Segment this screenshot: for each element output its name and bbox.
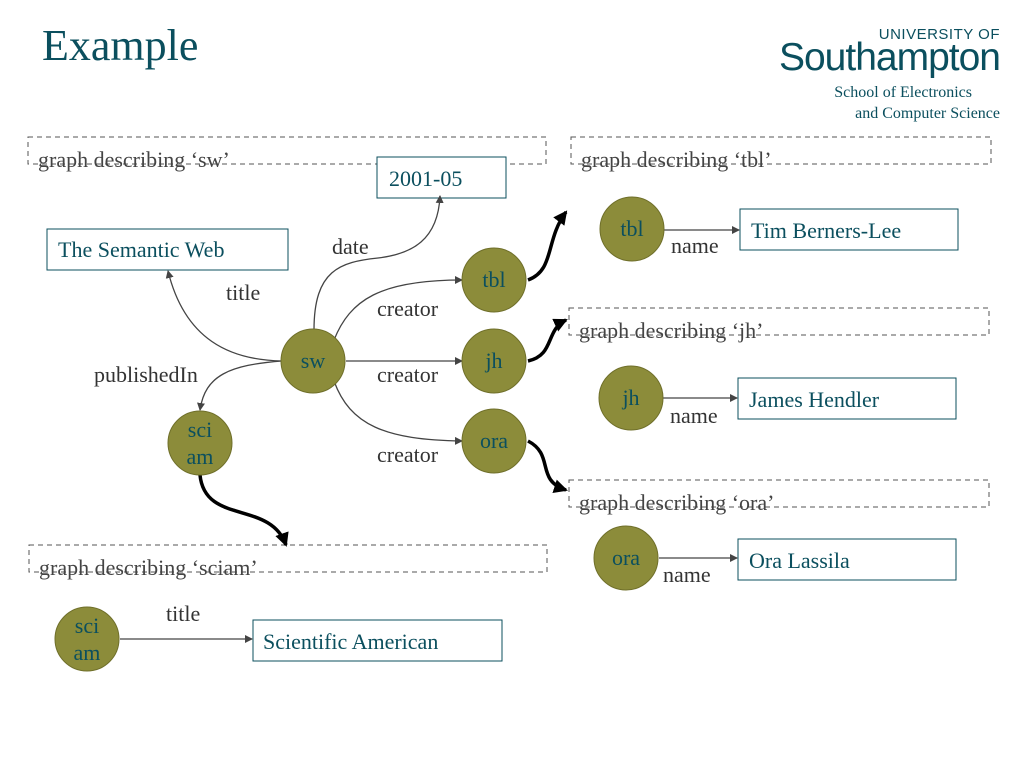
logo-subtitle-2: and Computer Science <box>855 105 1000 122</box>
edge-label-name-tbl: name <box>671 233 719 258</box>
graph-box-tbl <box>570 136 992 165</box>
edge-label-creator-jh: creator <box>377 362 439 387</box>
node-jh-2: jh <box>621 385 639 410</box>
node-ora-2-circle <box>593 525 659 591</box>
node-jh: jh <box>484 348 502 373</box>
edge-title <box>165 270 283 362</box>
edge-label-creator-tbl: creator <box>377 296 439 321</box>
literal-box-sciam-title <box>252 619 503 662</box>
edge-creator-ora <box>333 380 463 445</box>
node-sciam-line2: am <box>187 444 214 469</box>
literal-tbl-name: Tim Berners-Lee <box>751 218 901 243</box>
edge-label-publishedIn: publishedIn <box>94 362 198 387</box>
node-sw: sw <box>301 348 326 373</box>
edge-label-title-sciam: title <box>166 601 200 626</box>
literal-box-date <box>376 156 507 199</box>
literal-ora-name: Ora Lassila <box>749 548 850 573</box>
literal-title: The Semantic Web <box>58 237 224 262</box>
node-sw-circle <box>280 328 346 394</box>
literal-sciam-title: Scientific American <box>263 629 438 654</box>
edge-label-name-ora: name <box>663 562 711 587</box>
node-jh-2-circle <box>598 365 664 431</box>
link-ora-graph <box>527 439 568 493</box>
node-tbl-2: tbl <box>620 216 643 241</box>
node-ora-circle <box>461 408 527 474</box>
node-tbl-2-circle <box>599 196 665 262</box>
graph-label-jh: graph describing ‘jh’ <box>579 318 764 343</box>
node-sciam-line1: sci <box>188 417 212 442</box>
edge-date <box>313 195 444 331</box>
node-sciam-2-line2: am <box>74 640 101 665</box>
node-sciam-circle <box>167 410 233 476</box>
graph-label-ora: graph describing ‘ora’ <box>579 490 774 515</box>
logo-top-text: UNIVERSITY OF <box>878 26 1000 43</box>
node-tbl-circle <box>461 247 527 313</box>
graph-box-sw <box>27 136 547 165</box>
edge-publishedIn <box>197 360 283 411</box>
node-tbl: tbl <box>482 267 505 292</box>
node-sciam-2-line1: sci <box>75 613 99 638</box>
literal-jh-name: James Hendler <box>749 387 880 412</box>
edge-creator-tbl <box>333 276 463 341</box>
link-sciam-graph <box>198 474 289 547</box>
university-logo: UNIVERSITY OF Southampton School of Elec… <box>750 26 1001 126</box>
link-jh-graph <box>527 318 568 363</box>
graph-box-ora <box>568 479 990 508</box>
graph-box-sciam <box>28 544 548 573</box>
literal-date: 2001-05 <box>389 166 462 191</box>
literal-box-jh-name <box>737 377 957 420</box>
node-ora-2: ora <box>612 545 640 570</box>
graph-label-sw: graph describing ‘sw’ <box>38 147 230 172</box>
logo-subtitle-1: School of Electronics <box>834 84 972 101</box>
node-sciam-2-circle <box>54 606 120 672</box>
node-ora: ora <box>480 428 508 453</box>
logo-main-text: Southampton <box>778 36 1001 79</box>
literal-box-ora-name <box>737 538 957 581</box>
link-tbl-graph <box>527 210 568 282</box>
literal-box-tbl-name <box>739 208 959 251</box>
graph-box-jh <box>568 307 990 336</box>
slide-title: Example <box>42 21 199 70</box>
graph-label-sciam: graph describing ‘sciam’ <box>39 555 258 580</box>
edge-label-name-jh: name <box>670 403 718 428</box>
edge-label-creator-ora: creator <box>377 442 439 467</box>
node-jh-circle <box>461 328 527 394</box>
edge-label-title: title <box>226 280 260 305</box>
graph-label-tbl: graph describing ‘tbl’ <box>581 147 772 172</box>
literal-box-title <box>46 228 289 271</box>
edge-label-date: date <box>332 234 369 259</box>
